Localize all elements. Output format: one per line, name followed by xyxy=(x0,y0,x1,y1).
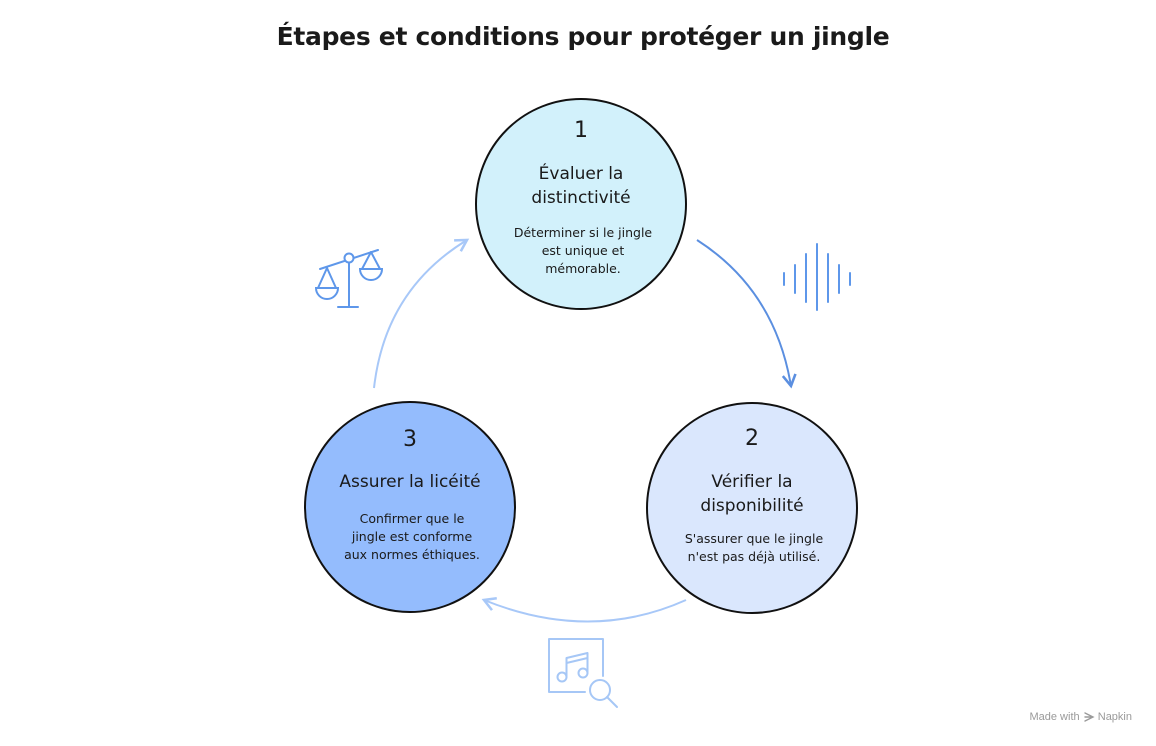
step-1-circle: 1 Évaluer la distinctivité Déterminer si… xyxy=(475,98,687,310)
step-description: aux normes éthiques. xyxy=(344,547,480,562)
step-heading: Évaluer la xyxy=(538,164,624,184)
step-description: Confirmer que le xyxy=(359,511,465,526)
step-description: S'assurer que le jingle xyxy=(684,531,824,546)
step-number: 3 xyxy=(403,427,417,452)
step-3-circle: 3 Assurer la licéité Confirmer que le ji… xyxy=(304,401,516,613)
napkin-credit: Made with Napkin xyxy=(1029,711,1132,723)
step-number: 2 xyxy=(745,426,759,451)
brand-name: Napkin xyxy=(1097,711,1132,724)
sound-wave-icon xyxy=(783,243,851,311)
made-with-text: Made with xyxy=(1029,711,1080,724)
step-heading: distinctivité xyxy=(531,188,631,208)
napkin-logo-icon xyxy=(1083,712,1095,722)
music-search-icon xyxy=(548,638,618,708)
step-description: est unique et xyxy=(541,243,625,258)
step-number: 1 xyxy=(574,118,588,143)
arrow-step2-to-step3 xyxy=(481,597,687,623)
step-2-circle: 2 Vérifier la disponibilité S'assurer qu… xyxy=(646,402,858,614)
arrow-step3-to-step1 xyxy=(373,238,470,389)
step-heading: disponibilité xyxy=(700,496,804,516)
step-description: jingle est conforme xyxy=(351,529,473,544)
step-heading: Vérifier la xyxy=(711,472,793,492)
step-description: mémorable. xyxy=(545,261,621,276)
step-description: n'est pas déjà utilisé. xyxy=(687,549,821,564)
step-heading: Assurer la licéité xyxy=(339,472,481,492)
scales-icon xyxy=(314,249,384,308)
step-description: Déterminer si le jingle xyxy=(513,225,653,240)
page-title: Étapes et conditions pour protéger un ji… xyxy=(276,22,890,51)
arrow-step1-to-step2 xyxy=(696,239,797,389)
